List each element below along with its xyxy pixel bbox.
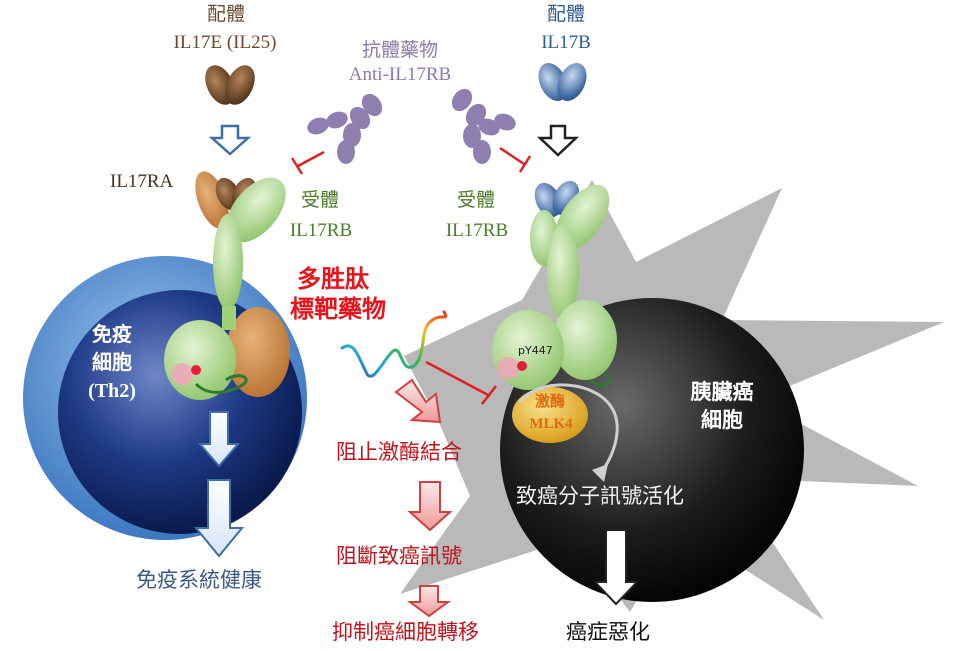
left-ligand-name: IL17E (IL25) — [173, 32, 277, 53]
immune-cell-label-line1: 免疫 — [92, 324, 132, 346]
peptide-effect-arrow — [394, 378, 442, 424]
activation-curve-arrowhead — [592, 464, 608, 482]
il17b-binding-arrow — [536, 124, 580, 157]
antibody-name: Anti-IL17RB — [348, 64, 452, 85]
il17e-ligand-icon — [205, 65, 255, 105]
antibody-right-inhibit — [499, 146, 532, 173]
right-receptor-name: IL17RB — [445, 220, 509, 241]
immune-cell-label-line3: (Th2) — [88, 380, 136, 402]
kinase-label-line2: MLK4 — [529, 416, 573, 432]
right-ligand-name: IL17B — [541, 32, 591, 53]
right-receptor-complex — [492, 180, 617, 390]
effect-block-kinase: 阻止激酶結合 — [336, 440, 462, 464]
effect-arrow-2 — [406, 585, 452, 618]
effect-arrow-1 — [407, 481, 453, 532]
cancer-cell-label-line1: 胰臟癌 — [690, 380, 754, 404]
effect-block-signal: 阻斷致癌訊號 — [336, 544, 462, 568]
malignant-outcome-label: 癌症惡化 — [566, 620, 650, 644]
activation-outcome-label: 致癌分子訊號活化 — [516, 484, 684, 508]
mlk4-kinase-shape — [512, 387, 588, 443]
kinase-label-line1: 激酶 — [534, 394, 565, 410]
il17ra-label: IL17RA — [110, 171, 174, 192]
antibody-left-icon — [307, 93, 383, 164]
peptide-title-line1: 多胜肽 — [297, 265, 369, 293]
il17b-ligand-icon — [538, 63, 587, 101]
effect-inhibit-metastasis: 抑制癌細胞轉移 — [332, 620, 479, 644]
immune-down-arrow-2 — [193, 479, 245, 558]
left-receptor-name: IL17RB — [289, 220, 353, 241]
peptide-title-line2: 標靶藥物 — [290, 295, 386, 323]
immune-cell-label-line2: 細胞 — [92, 352, 132, 374]
antibody-title: 抗體藥物 — [361, 40, 438, 61]
immune-outcome-label: 免疫系統健康 — [136, 568, 262, 592]
left-receptor-complex — [164, 171, 290, 400]
left-ligand-title: 配體 — [206, 4, 245, 25]
antibody-left-inhibit — [290, 150, 325, 175]
phospho-site-label: pY447 — [518, 344, 553, 357]
activation-curve-arrow — [518, 383, 619, 475]
peptide-drug-icon — [340, 310, 448, 378]
il17e-binding-arrow — [208, 124, 252, 156]
left-receptor-title: 受體 — [300, 190, 339, 211]
cancer-cell-label-line2: 細胞 — [701, 408, 743, 432]
right-ligand-title: 配體 — [546, 4, 585, 25]
peptide-inhibit-line — [425, 360, 497, 405]
immune-cell — [23, 256, 307, 540]
immune-down-arrow-1 — [197, 411, 241, 468]
right-receptor-title: 受體 — [456, 190, 495, 211]
malignant-down-arrow — [592, 529, 640, 606]
antibody-right-icon — [451, 88, 516, 164]
